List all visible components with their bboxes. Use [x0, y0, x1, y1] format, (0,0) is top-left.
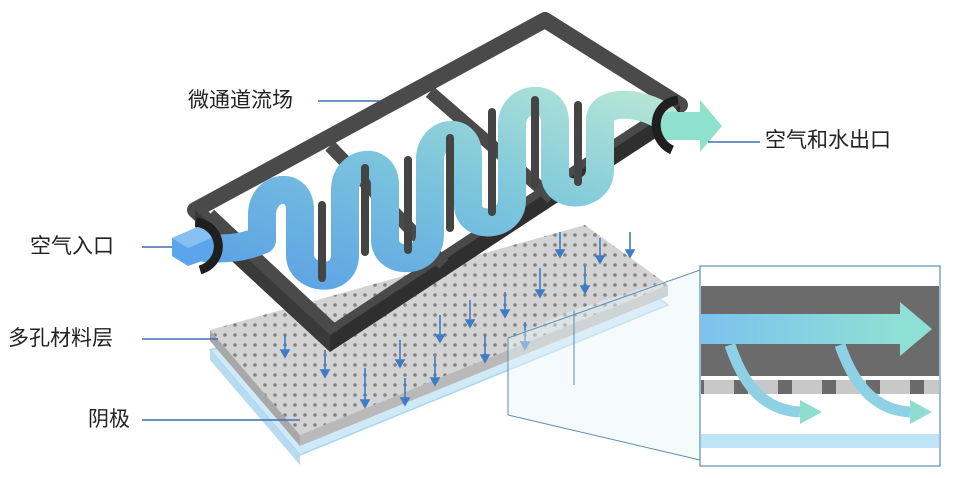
- zoom-flow-arrow: [900, 302, 932, 356]
- label-air-inlet: 空气入口: [30, 234, 114, 258]
- outlet-arrow: [660, 100, 722, 152]
- air-inlet-block-top: [172, 226, 216, 248]
- down-arrow: [624, 232, 636, 259]
- zoom-diffusion-arrow: [834, 343, 911, 418]
- outlet-port-ring: [651, 95, 680, 155]
- label-air-and-water-outlet: 空气和水出口: [765, 128, 891, 152]
- zoom-diffusion-arrowhead: [910, 400, 932, 424]
- inlet-port-ring: [194, 217, 223, 275]
- label-porous-material-layer: 多孔材料层: [8, 326, 113, 350]
- zoom-porous-strip: [701, 380, 939, 394]
- down-arrow: [579, 266, 591, 295]
- down-arrow: [534, 268, 546, 299]
- frame-crossbar: [209, 209, 341, 333]
- down-arrow: [434, 315, 446, 344]
- down-arrow: [399, 378, 411, 407]
- zoom-connector-line: [507, 414, 701, 461]
- zoom-diffusion-arrow: [724, 343, 801, 418]
- cathode-layer-edge: [210, 350, 300, 465]
- label-microchannel-flow-field: 微通道流场: [188, 88, 293, 112]
- down-arrow: [279, 335, 291, 359]
- porous-layer-edge: [210, 330, 300, 446]
- downward-air-arrows: [279, 232, 636, 409]
- down-arrow: [499, 292, 511, 319]
- down-arrow: [519, 322, 531, 351]
- down-arrow: [359, 368, 371, 409]
- zoom-inset: [699, 265, 941, 467]
- zoom-diffusion-arrowhead: [800, 400, 822, 424]
- down-arrow: [319, 350, 331, 379]
- down-arrow: [479, 335, 491, 364]
- down-arrow: [429, 356, 441, 387]
- channel-ribs: [318, 96, 582, 282]
- down-arrow: [594, 238, 606, 265]
- serpentine-channel: [191, 87, 679, 290]
- down-arrow: [464, 300, 476, 329]
- label-cathode: 阴极: [88, 407, 130, 431]
- zoom-channel: [701, 314, 901, 344]
- down-arrow: [554, 232, 566, 259]
- zoom-connector: [508, 270, 700, 460]
- porous-layer-holes: [210, 225, 668, 435]
- down-arrow: [394, 340, 406, 369]
- zoom-cathode-strip: [701, 434, 939, 448]
- zoom-connector-line: [507, 269, 701, 339]
- leader-lines: [142, 100, 760, 421]
- porous-layer-edge-front: [300, 285, 668, 446]
